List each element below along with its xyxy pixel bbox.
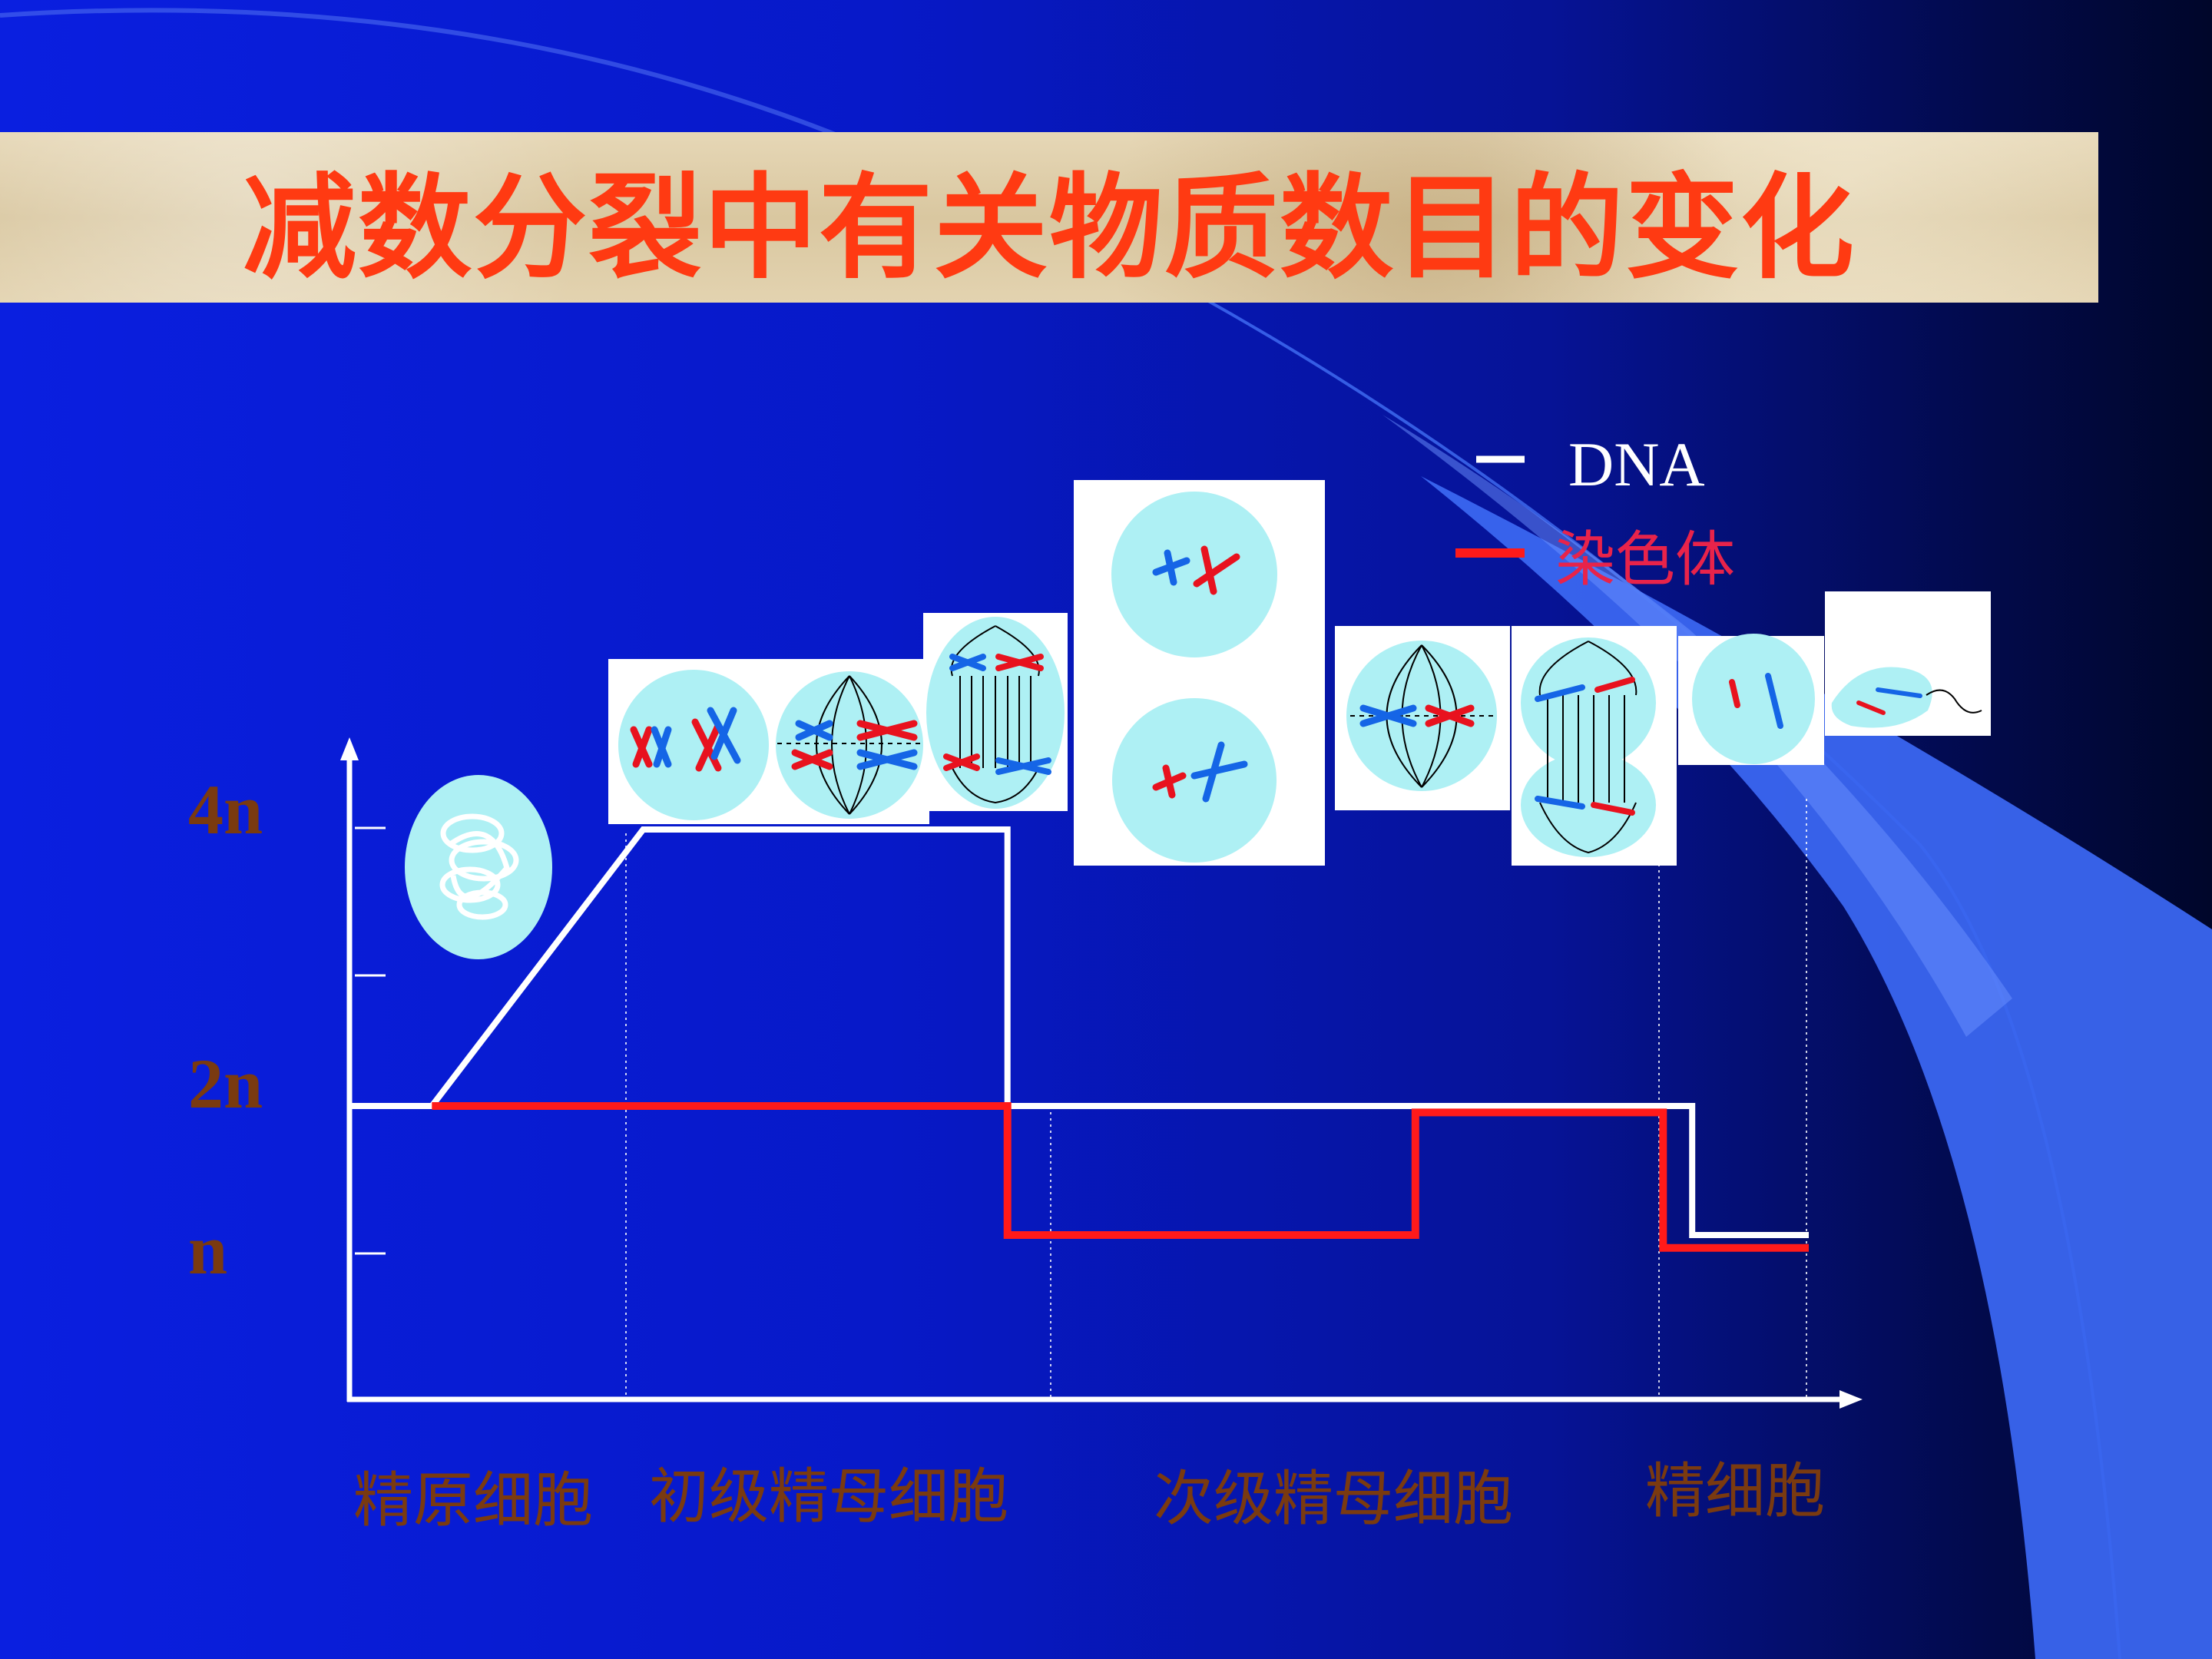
title-band xyxy=(0,132,2098,303)
cell-panel-prophase-1 xyxy=(608,659,929,824)
page-title: 减数分裂中有关物质数目的变化 xyxy=(243,161,1856,294)
cell-panel-prophase-2 xyxy=(1074,480,1325,866)
legend-label-chromosome: 染色体 xyxy=(1555,525,1735,594)
background-arc-top xyxy=(0,8,846,141)
cell-panel-anaphase-2 xyxy=(1512,626,1677,866)
x-axis-arrow xyxy=(1839,1390,1863,1409)
background-swoosh xyxy=(1421,476,2212,1659)
series-line-chromosome xyxy=(432,1102,1809,1252)
stage-label-primary-spermatocyte: 初级精母细胞 xyxy=(649,1462,1008,1532)
y-label-n: n xyxy=(188,1210,227,1289)
y-axis-arrow xyxy=(340,737,359,760)
background-swoosh-light xyxy=(1382,415,2012,1037)
series-line-dna xyxy=(352,826,1809,1238)
cell-interphase xyxy=(405,775,552,959)
stage-label-spermatogonium: 精原细胞 xyxy=(353,1466,593,1535)
legend: DNA 染色体 xyxy=(1455,429,1735,594)
y-label-4n: 4n xyxy=(188,770,263,849)
legend-label-dna: DNA xyxy=(1568,429,1705,499)
stage-label-secondary-spermatocyte: 次级精母细胞 xyxy=(1154,1465,1513,1534)
cell-panel-spermatid xyxy=(1678,634,1824,765)
cell-panel-metaphase-2 xyxy=(1335,626,1510,810)
y-label-2n: 2n xyxy=(188,1045,263,1123)
cell-panel-sperm xyxy=(1825,591,1991,736)
cell-panel-anaphase-1 xyxy=(923,613,1068,811)
stage-label-spermatid: 精细胞 xyxy=(1645,1457,1825,1526)
chart-axes xyxy=(340,737,1863,1409)
